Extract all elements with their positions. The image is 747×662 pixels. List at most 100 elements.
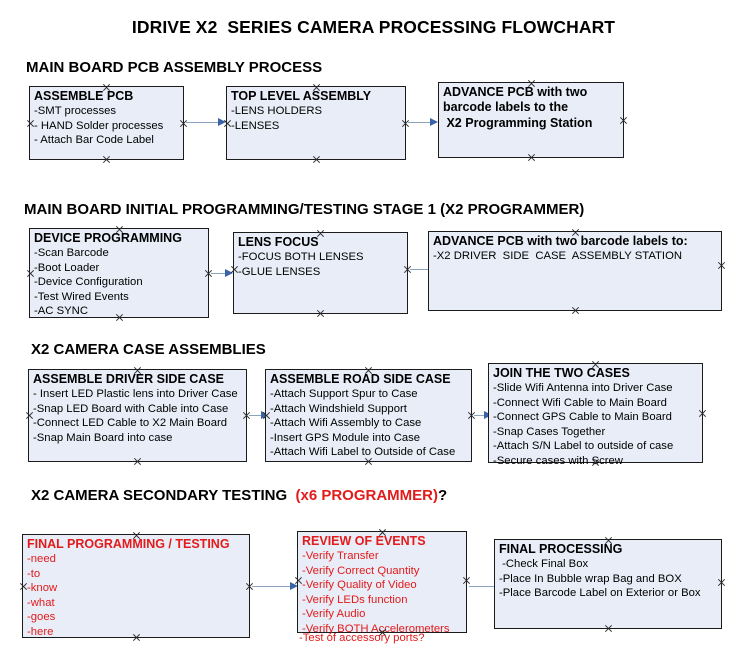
node-line: -know xyxy=(27,582,58,594)
resize-handle-bottom[interactable] xyxy=(604,624,613,633)
node-title: FINAL PROCESSING xyxy=(499,542,623,556)
node-body: ASSEMBLE PCB -SMT processes - HAND Solde… xyxy=(30,87,183,148)
node-line: -Check Final Box xyxy=(499,558,589,570)
node-final-processing[interactable]: FINAL PROCESSING -Check Final Box -Place… xyxy=(494,539,722,629)
node-title: LENS FOCUS xyxy=(238,235,319,249)
arrow-shaft xyxy=(211,272,226,275)
node-line: -GLUE LENSES xyxy=(238,265,321,278)
node-line: -SMT processes xyxy=(34,105,117,117)
arrow-shaft xyxy=(252,585,291,588)
node-line: -FOCUS BOTH LENSES xyxy=(238,251,364,263)
node-line: -Snap LED Board with Cable into Case xyxy=(33,402,229,415)
node-title: JOIN THE TWO CASES xyxy=(493,366,630,380)
node-line: -X2 DRIVER SIDE CASE ASSEMBLY STATION xyxy=(433,250,683,262)
node-line: -Attach Windshield Support xyxy=(270,402,407,415)
resize-handle-bottom[interactable] xyxy=(102,155,111,164)
node-line: -Boot Loader xyxy=(34,261,100,274)
node-assemble-road-side-case[interactable]: ASSEMBLE ROAD SIDE CASE -Attach Support … xyxy=(265,369,472,462)
node-line: - HAND Solder processes xyxy=(34,119,164,132)
node-title: FINAL PROGRAMMING / TESTING xyxy=(27,537,230,551)
node-title: REVIEW OF EVENTS xyxy=(302,534,426,548)
node-line: -Connect LED Cable to X2 Main Board xyxy=(33,417,228,429)
arrow-shaft xyxy=(186,121,219,124)
node-body: FINAL PROGRAMMING / TESTING -need -to -k… xyxy=(23,535,249,639)
node-line: -Attach Wifi Label to Outside of Case xyxy=(270,446,456,458)
node-review-of-events-overflow-line: -Test of accessory ports? xyxy=(299,632,425,644)
node-line: -Device Configuration xyxy=(34,276,143,288)
node-body: DEVICE PROGRAMMING -Scan Barcode -Boot L… xyxy=(30,229,208,319)
node-line: -goes xyxy=(27,611,56,623)
node-advance-pcb-to-x2-programming-station[interactable]: ADVANCE PCB with two barcode labels to t… xyxy=(438,82,624,158)
section-heading-text: X2 CAMERA SECONDARY TESTING xyxy=(31,487,292,504)
node-line: -Verify Transfer xyxy=(302,550,379,562)
node-line: -Snap Main Board into case xyxy=(33,431,173,444)
node-body: ASSEMBLE DRIVER SIDE CASE - Insert LED P… xyxy=(29,370,246,445)
arrow-shaft xyxy=(474,414,485,417)
node-body: ADVANCE PCB with two barcode labels to t… xyxy=(439,83,623,131)
section-heading-text: MAIN BOARD INITIAL PROGRAMMING/TESTING S… xyxy=(24,201,585,218)
node-line: -Verify Audio xyxy=(302,608,366,620)
arrow-head-icon xyxy=(225,269,233,277)
node-body: JOIN THE TWO CASES -Slide Wifi Antenna i… xyxy=(489,364,702,468)
node-final-programming-testing[interactable]: FINAL PROGRAMMING / TESTING -need -to -k… xyxy=(22,534,250,638)
node-line: -Connect Wifi Cable to Main Board xyxy=(493,396,667,409)
node-title: ASSEMBLE DRIVER SIDE CASE xyxy=(33,372,225,386)
node-body: FINAL PROCESSING -Check Final Box -Place… xyxy=(495,540,721,601)
node-line: -Verify LEDs function xyxy=(302,593,408,606)
section-heading-text: X2 CAMERA CASE ASSEMBLIES xyxy=(31,341,266,358)
node-title: DEVICE PROGRAMMING xyxy=(34,231,182,245)
node-title: ASSEMBLE ROAD SIDE CASE xyxy=(270,372,451,386)
node-title: ADVANCE PCB with two barcode labels to: xyxy=(433,234,688,248)
node-assemble-pcb[interactable]: ASSEMBLE PCB -SMT processes - HAND Solde… xyxy=(29,86,184,160)
node-line: -Verify BOTH Accelerometers xyxy=(302,622,450,635)
node-body: ASSEMBLE ROAD SIDE CASE -Attach Support … xyxy=(266,370,471,460)
node-title: ADVANCE PCB with two xyxy=(443,85,588,99)
section-heading-x2-camera-case-assemblies: X2 CAMERA CASE ASSEMBLIES xyxy=(31,341,266,358)
resize-handle-bottom[interactable] xyxy=(316,309,325,318)
node-line: -Verify Quality of Video xyxy=(302,579,417,591)
node-line: -Place In Bubble wrap Bag and BOX xyxy=(499,572,682,585)
arrow-device-programming-to-lens-focus xyxy=(211,269,233,278)
arrow-shaft xyxy=(249,414,262,417)
resize-handle-bottom[interactable] xyxy=(133,457,142,466)
arrow-top-level-assembly-to-advance-pcb xyxy=(408,118,438,127)
node-line: -Secure cases with Screw xyxy=(493,454,623,467)
resize-handle-bottom[interactable] xyxy=(527,153,536,162)
node-top-level-assembly[interactable]: TOP LEVEL ASSEMBLY -LENS HOLDERS -LENSES xyxy=(226,86,406,160)
node-line: -what xyxy=(27,596,55,609)
node-body: REVIEW OF EVENTS -Verify Transfer -Verif… xyxy=(298,532,466,636)
section-heading-accent: (x6 PROGRAMMER) xyxy=(291,487,438,504)
node-line: -Attach Wifi Assembly to Case xyxy=(270,417,422,429)
resize-handle-bottom[interactable] xyxy=(571,306,580,315)
section-heading-main-board-pcb-assembly: MAIN BOARD PCB ASSEMBLY PROCESS xyxy=(26,59,322,76)
node-line: -need xyxy=(27,553,56,565)
node-line: -Attach S/N Label to outside of case xyxy=(493,440,674,452)
node-line: - Insert LED Plastic lens into Driver Ca… xyxy=(33,388,238,400)
page-title: IDRIVE X2 SERIES CAMERA PROCESSING FLOWC… xyxy=(131,17,616,37)
node-line: -Snap Cases Together xyxy=(493,425,606,438)
arrow-shaft xyxy=(469,585,496,588)
node-lens-focus[interactable]: LENS FOCUS -FOCUS BOTH LENSES -GLUE LENS… xyxy=(233,232,408,314)
section-heading-main-board-initial-programming: MAIN BOARD INITIAL PROGRAMMING/TESTING S… xyxy=(24,201,584,218)
arrow-shaft xyxy=(408,121,431,124)
node-review-of-events[interactable]: REVIEW OF EVENTS -Verify Transfer -Verif… xyxy=(297,531,467,636)
node-line: -Insert GPS Module into Case xyxy=(270,431,421,444)
node-advance-pcb-to-driver-side-case-station[interactable]: ADVANCE PCB with two barcode labels to: … xyxy=(428,231,722,311)
arrow-final-programming-to-review-of-events xyxy=(252,582,298,591)
node-body: ADVANCE PCB with two barcode labels to: … xyxy=(429,232,721,264)
node-assemble-driver-side-case[interactable]: ASSEMBLE DRIVER SIDE CASE - Insert LED P… xyxy=(28,369,247,462)
node-line: -Connect GPS Cable to Main Board xyxy=(493,411,672,423)
node-line: barcode labels to the xyxy=(443,100,569,114)
section-heading-x2-camera-secondary-testing: X2 CAMERA SECONDARY TESTING (x6 PROGRAMM… xyxy=(31,487,447,504)
resize-handle-bottom[interactable] xyxy=(312,155,321,164)
node-line: -LENS HOLDERS xyxy=(231,105,323,117)
node-line: -Slide Wifi Antenna into Driver Case xyxy=(493,382,673,394)
node-line: -Place Barcode Label on Exterior or Box xyxy=(499,587,701,599)
arrow-head-icon xyxy=(430,118,438,126)
node-line: -Scan Barcode xyxy=(34,247,109,259)
node-body: LENS FOCUS -FOCUS BOTH LENSES -GLUE LENS… xyxy=(234,233,407,279)
node-join-the-two-cases[interactable]: JOIN THE TWO CASES -Slide Wifi Antenna i… xyxy=(488,363,703,467)
node-device-programming[interactable]: DEVICE PROGRAMMING -Scan Barcode -Boot L… xyxy=(29,228,209,318)
node-title: ASSEMBLE PCB xyxy=(34,89,134,103)
